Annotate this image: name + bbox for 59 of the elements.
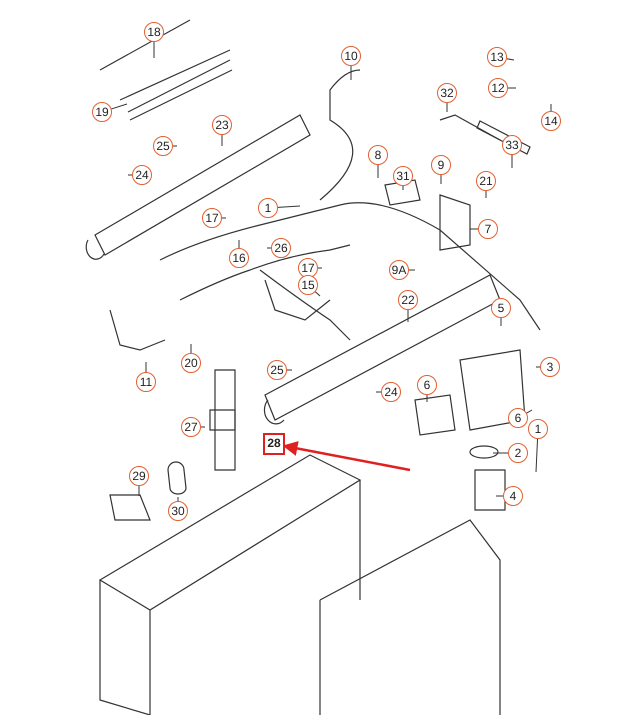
callout-number: 7 bbox=[478, 219, 498, 239]
callout-number: 11 bbox=[136, 372, 156, 392]
leader-line bbox=[492, 452, 508, 454]
callout-number: 13 bbox=[487, 47, 507, 67]
callout-number: 17 bbox=[298, 258, 318, 278]
leader-line bbox=[550, 104, 552, 112]
callout-number: 29 bbox=[129, 466, 149, 486]
leader-line bbox=[128, 174, 132, 176]
leader-line bbox=[536, 438, 538, 472]
leader-line bbox=[277, 206, 300, 208]
callout-number: 30 bbox=[168, 501, 188, 521]
leader-line bbox=[440, 174, 442, 184]
callout-number: 22 bbox=[398, 290, 418, 310]
callout-number: 25 bbox=[153, 136, 173, 156]
leader-line bbox=[111, 104, 128, 110]
callout-number: 20 bbox=[181, 353, 201, 373]
callout-number: 8 bbox=[368, 145, 388, 165]
callout-number: 25 bbox=[267, 360, 287, 380]
callout-number: 32 bbox=[437, 83, 457, 103]
callout-number: 9A bbox=[389, 260, 409, 280]
callout-number: 4 bbox=[503, 486, 523, 506]
leader-line bbox=[190, 344, 192, 354]
leader-line bbox=[200, 426, 206, 428]
callout-number: 6 bbox=[508, 408, 528, 428]
callout-number: 16 bbox=[229, 248, 249, 268]
callout-number: 21 bbox=[476, 171, 496, 191]
leader-line bbox=[506, 58, 514, 60]
leader-line bbox=[500, 318, 502, 326]
callout-number: 26 bbox=[271, 238, 291, 258]
callout-number: 19 bbox=[92, 102, 112, 122]
callout-number: 1 bbox=[258, 198, 278, 218]
leader-line bbox=[402, 186, 404, 190]
leader-line bbox=[526, 410, 532, 414]
callout-number: 27 bbox=[181, 417, 201, 437]
leader-line bbox=[446, 102, 448, 112]
callout-number: 9 bbox=[431, 155, 451, 175]
callout-number: 12 bbox=[488, 78, 508, 98]
callout-number: 24 bbox=[132, 165, 152, 185]
leader-line bbox=[138, 486, 140, 496]
callout-number: 33 bbox=[502, 135, 522, 155]
callout-number: 15 bbox=[298, 275, 318, 295]
callout-number: 28 bbox=[263, 433, 285, 455]
callout-number: 31 bbox=[393, 166, 413, 186]
callout-number: 3 bbox=[540, 357, 560, 377]
leader-line bbox=[350, 66, 352, 80]
leader-line bbox=[536, 366, 540, 368]
callout-number: 5 bbox=[491, 298, 511, 318]
callout-number: 14 bbox=[541, 111, 561, 131]
callout-number: 17 bbox=[202, 208, 222, 228]
callout-number: 6 bbox=[417, 375, 437, 395]
callout-number: 2 bbox=[508, 443, 528, 463]
callout-number: 18 bbox=[144, 22, 164, 42]
callout-number: 1 bbox=[528, 419, 548, 439]
leader-line bbox=[470, 228, 478, 230]
callout-number: 10 bbox=[341, 46, 361, 66]
leader-line bbox=[238, 240, 240, 248]
callout-number: 24 bbox=[381, 382, 401, 402]
leader-line bbox=[426, 394, 428, 402]
callout-number: 23 bbox=[212, 115, 232, 135]
